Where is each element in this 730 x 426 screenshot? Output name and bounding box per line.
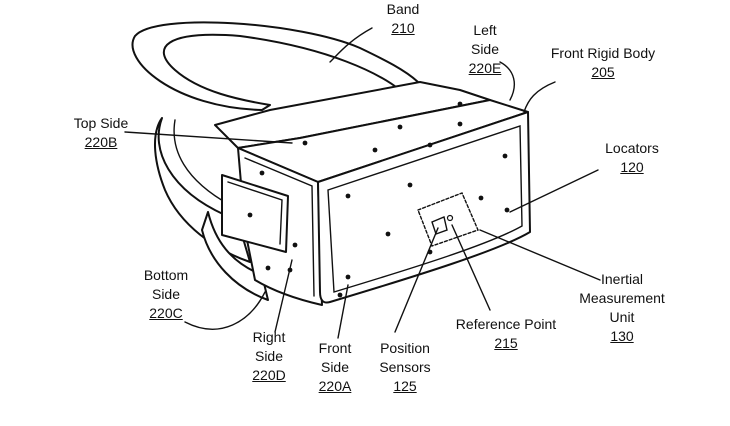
label-position-sensors-number: 125: [393, 378, 417, 394]
locator-dots: [247, 101, 510, 298]
label-locators: Locators 120: [596, 139, 668, 177]
label-imu-line2: Measurement: [579, 290, 665, 306]
leader-lines: [124, 27, 601, 339]
label-left-side: Left Side 220E: [460, 21, 510, 78]
label-bottom-side-line1: Bottom: [143, 267, 189, 283]
label-position-sensors-line2: Sensors: [379, 359, 431, 375]
front-rigid-body-shape: [214, 81, 531, 306]
label-front-side: Front Side 220A: [310, 339, 360, 396]
label-position-sensors-line1: Position: [380, 340, 430, 356]
label-imu-line1: Inertial: [600, 271, 644, 287]
label-front-rigid-body-name: Front Rigid Body: [550, 45, 656, 61]
label-locators-number: 120: [620, 159, 644, 175]
label-band-name: Band: [386, 1, 420, 17]
label-bottom-side: Bottom Side 220C: [136, 266, 196, 323]
label-front-rigid-body-number: 205: [591, 64, 615, 80]
label-top-side: Top Side 220B: [64, 114, 138, 152]
label-bottom-side-number: 220C: [149, 305, 183, 321]
label-band-number: 210: [391, 20, 415, 36]
label-imu-number: 130: [610, 328, 634, 344]
label-reference-point-name: Reference Point: [455, 316, 557, 332]
label-position-sensors: Position Sensors 125: [370, 339, 440, 396]
label-top-side-name: Top Side: [73, 115, 129, 131]
label-bottom-side-line2: Side: [151, 286, 181, 302]
label-front-rigid-body: Front Rigid Body 205: [538, 44, 668, 82]
label-left-side-line2: Side: [470, 41, 500, 57]
label-right-side-line1: Right: [252, 329, 286, 345]
label-reference-point-number: 215: [494, 335, 518, 351]
label-band: Band 210: [378, 0, 428, 38]
label-front-side-line2: Side: [320, 359, 350, 375]
label-right-side-line2: Side: [254, 348, 284, 364]
label-left-side-number: 220E: [468, 60, 502, 76]
label-locators-name: Locators: [605, 140, 659, 156]
imu-box: [417, 192, 479, 247]
label-imu-line3: Unit: [609, 309, 635, 325]
label-front-side-number: 220A: [318, 378, 352, 394]
label-left-side-line1: Left: [473, 22, 497, 38]
label-right-side-number: 220D: [252, 367, 286, 383]
label-right-side: Right Side 220D: [244, 328, 294, 385]
label-imu: Inertial Measurement Unit 130: [568, 270, 676, 346]
label-reference-point: Reference Point 215: [444, 315, 568, 353]
label-front-side-line1: Front: [318, 340, 352, 356]
label-top-side-number: 220B: [84, 134, 118, 150]
